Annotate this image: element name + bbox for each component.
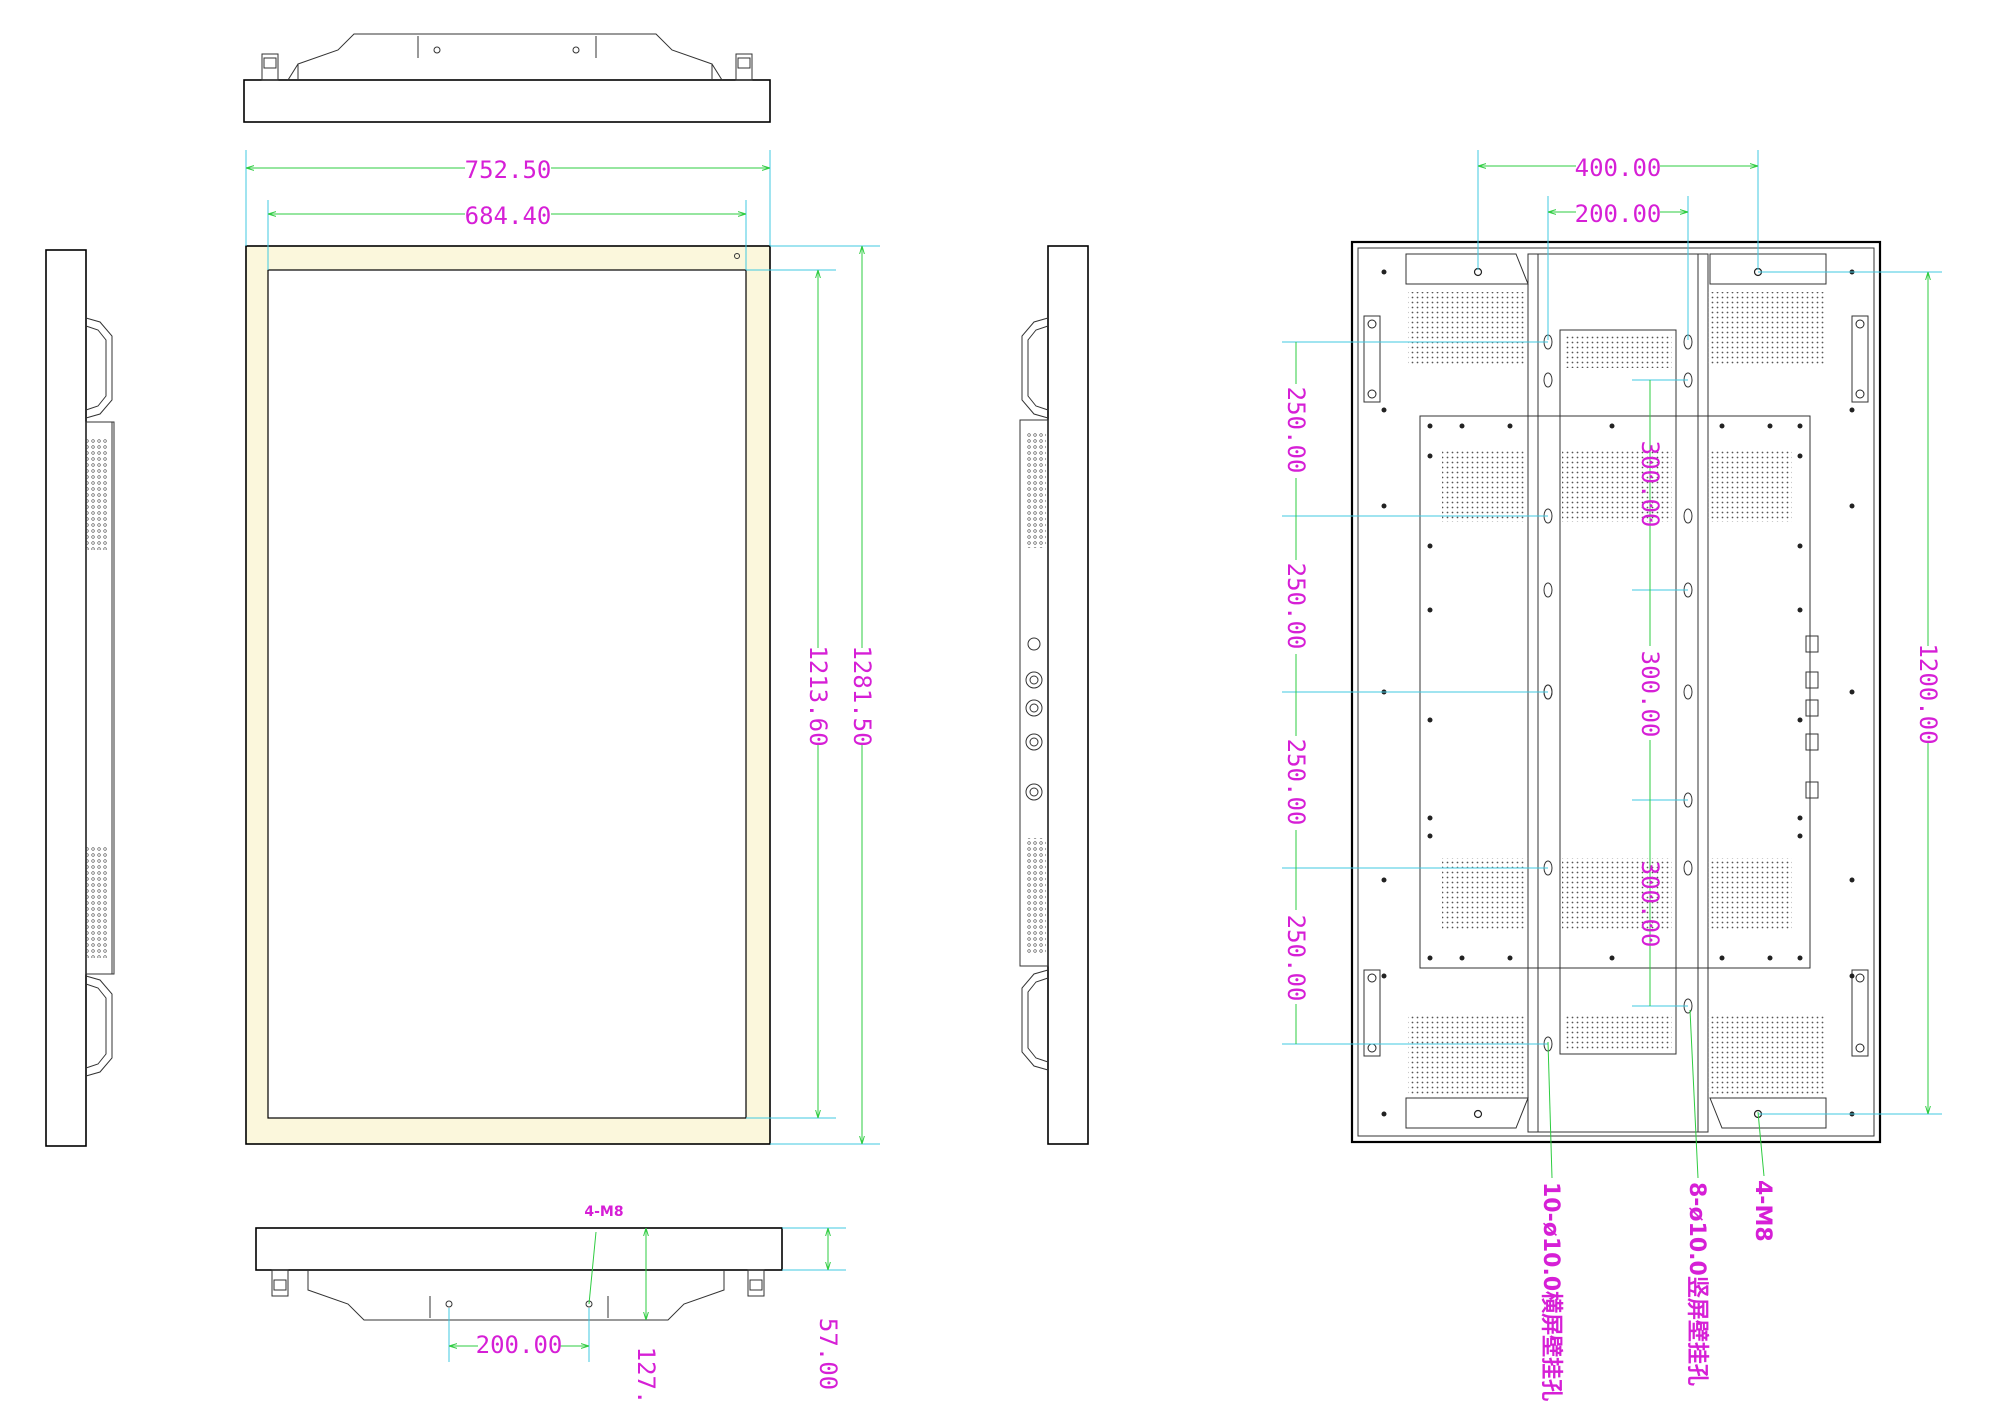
screw-dot — [1381, 973, 1387, 979]
display-width-label: 684.40 — [465, 202, 552, 230]
rear-vertical-spacing-3: 250.00 — [1282, 739, 1310, 826]
rear-mounting-holes — [1367, 267, 1865, 1119]
panel-screw — [1427, 607, 1433, 613]
rear-overall-vertical-label: 1200.00 — [1914, 643, 1942, 744]
panel-screw — [1797, 423, 1803, 429]
screw-dot — [1849, 503, 1855, 509]
mount-depth-label: 127.00 — [632, 1347, 660, 1406]
rear-pitch-3: 300.00 — [1636, 861, 1664, 948]
screw-dot — [1381, 407, 1387, 413]
screw-dot — [1849, 407, 1855, 413]
rear-pitch-2: 300.00 — [1636, 651, 1664, 738]
rear-overall-vertical-dimension: 1200.00 — [1758, 271, 1942, 1115]
screw-dot — [1849, 877, 1855, 883]
rear-vertical-dimensions-left: 250.00 250.00 250.00 250.00 — [1282, 341, 1548, 1045]
panel-screw — [1427, 815, 1433, 821]
bracket-slot — [1683, 684, 1693, 700]
panel-screw — [1797, 453, 1803, 459]
bracket-slot — [1543, 372, 1553, 388]
rear-vertical-spacing-2: 250.00 — [1282, 563, 1310, 650]
panel-screw — [1427, 543, 1433, 549]
panel-screw — [1427, 717, 1433, 723]
top-view — [243, 33, 771, 123]
rear-outer-spacing-label: 400.00 — [1575, 154, 1662, 182]
panel-screw — [1767, 423, 1773, 429]
screw-dot — [1381, 877, 1387, 883]
handle-screw — [1367, 389, 1377, 399]
panel-screw — [1797, 607, 1803, 613]
screw-dot — [1381, 269, 1387, 275]
panel-screw — [1797, 717, 1803, 723]
screw-dot — [1381, 1111, 1387, 1117]
rear-horizontal-dimensions: 400.00 200.00 — [1477, 150, 1759, 340]
bottom-hole-spacing-label: 200.00 — [476, 1331, 563, 1359]
panel-screw — [1609, 423, 1615, 429]
bottom-mount-label: 4-M8 — [584, 1204, 623, 1220]
bracket-slot — [1683, 860, 1693, 876]
left-side-view — [45, 249, 115, 1147]
rear-vertical-spacing-1: 250.00 — [1282, 387, 1310, 474]
handle-screw — [1367, 319, 1377, 329]
portrait-holes-callout: 8-ø10.0竖屏壁挂孔 — [1684, 1182, 1710, 1386]
handle-screw — [1855, 973, 1865, 983]
rear-pitch-dimensions: 300.00 300.00 300.00 — [1632, 379, 1688, 1007]
screw-dot — [1849, 973, 1855, 979]
panel-screw — [1767, 955, 1773, 961]
screw-dot — [1849, 689, 1855, 695]
panel-screw — [1507, 955, 1513, 961]
front-width-dimensions: 752.50 684.40 — [245, 150, 771, 270]
display-height-label: 1213.60 — [804, 645, 832, 746]
panel-screw — [1609, 955, 1615, 961]
panel-screw — [1427, 833, 1433, 839]
bottom-view — [255, 1227, 783, 1321]
connector-ports — [1025, 637, 1043, 801]
handle-screw — [1855, 319, 1865, 329]
panel-screw — [1719, 955, 1725, 961]
overall-height-label: 1281.50 — [848, 645, 876, 746]
rear-pitch-1: 300.00 — [1636, 441, 1664, 528]
rear-inner-spacing-label: 200.00 — [1575, 200, 1662, 228]
handle-screw — [1855, 389, 1865, 399]
panel-screw — [1459, 423, 1465, 429]
front-height-dimensions: 1213.60 1281.50 — [746, 245, 880, 1145]
panel-screw — [1507, 423, 1513, 429]
rear-vertical-spacing-4: 250.00 — [1282, 915, 1310, 1002]
panel-screw — [1427, 423, 1433, 429]
front-view — [245, 245, 771, 1145]
screw-dot — [1381, 503, 1387, 509]
handle-screw — [1855, 1043, 1865, 1053]
panel-screw — [1797, 543, 1803, 549]
handle-screw — [1367, 973, 1377, 983]
panel-screw — [1797, 955, 1803, 961]
bottom-view-dimensions: 4-M8 200.00 127.00 57.00 — [448, 1204, 846, 1406]
body-depth-label: 57.00 — [814, 1318, 842, 1390]
panel-screw — [1797, 833, 1803, 839]
bracket-slot — [1543, 582, 1553, 598]
panel-screw — [1427, 955, 1433, 961]
right-side-view — [1019, 245, 1089, 1145]
rear-callouts: 10-ø10.0横屏壁挂孔 8-ø10.0竖屏壁挂孔 4-M8 — [1538, 1009, 1775, 1401]
panel-screw — [1719, 423, 1725, 429]
panel-screw — [1797, 815, 1803, 821]
landscape-holes-callout: 10-ø10.0横屏壁挂孔 — [1538, 1182, 1564, 1401]
panel-screw — [1427, 453, 1433, 459]
overall-width-label: 752.50 — [465, 156, 552, 184]
rear-mount-callout: 4-M8 — [1750, 1180, 1775, 1242]
panel-screw — [1459, 955, 1465, 961]
m8-mount-hole — [1473, 1109, 1483, 1119]
portrait-hole — [1683, 508, 1693, 524]
